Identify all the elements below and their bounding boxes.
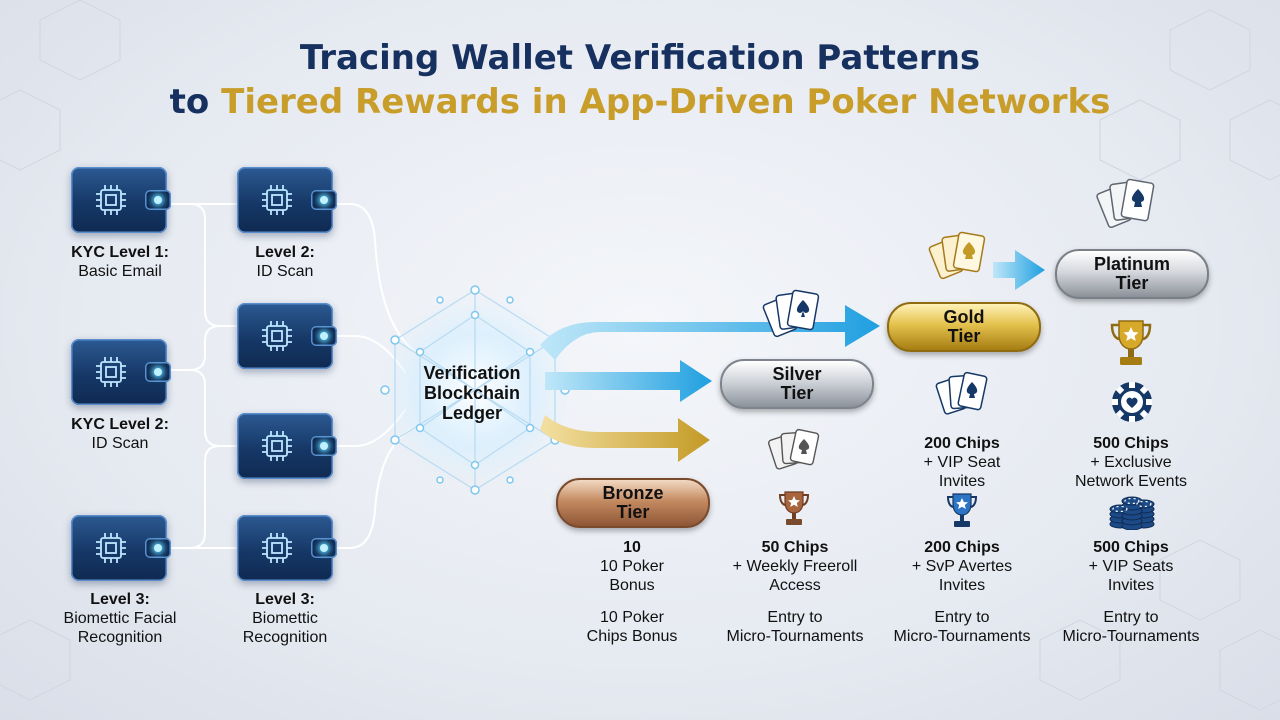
wallet-middle-lower xyxy=(237,413,337,479)
reward-bronze-secondary: 10 Poker Chips Bonus xyxy=(586,609,678,645)
chip-icon xyxy=(262,533,292,563)
title-highlight: Tiered Rewards in App-Driven Poker Netwo… xyxy=(221,82,1111,122)
playing-cards-icon xyxy=(1096,178,1155,229)
chip-stack-icon xyxy=(1109,496,1155,530)
title-line-2: to Tiered Rewards in App-Driven Poker Ne… xyxy=(0,82,1280,122)
reward-gold-top: 200 Chips + VIP Seat Invites xyxy=(923,435,1001,490)
arrow-icon xyxy=(540,250,1045,462)
reward-platinum-secondary: Entry to Micro-Tournaments xyxy=(1062,609,1200,645)
chip-icon xyxy=(262,185,292,215)
trophy-icon xyxy=(778,491,810,525)
reward-gold-primary: 200 Chips + SvP Avertes Invites xyxy=(911,539,1013,594)
kyc-label-level-2: KYC Level 2:ID Scan xyxy=(71,416,169,452)
reward-platinum-top: 500 Chips + Exclusive Network Events xyxy=(1074,435,1188,490)
reward-gold-secondary: Entry to Micro-Tournaments xyxy=(893,609,1031,645)
trophy-icon xyxy=(1110,320,1152,365)
reward-silver-secondary: Entry to Micro-Tournaments xyxy=(726,609,864,645)
chip-icon xyxy=(96,533,126,563)
chip-icon xyxy=(262,321,292,351)
wallet-level-3-facial xyxy=(71,515,171,581)
kyc-label-level-1: KYC Level 1:Basic Email xyxy=(71,244,169,280)
trophy-icon xyxy=(946,493,978,527)
playing-cards-icon xyxy=(762,289,820,338)
reward-bronze-primary: 10 10 Poker Bonus xyxy=(599,539,665,594)
ledger-label: Verification Blockchain Ledger xyxy=(423,363,521,423)
playing-cards-icon xyxy=(928,231,986,280)
reward-platinum-primary: 500 Chips + VIP Seats Invites xyxy=(1088,539,1174,594)
title-prefix: to xyxy=(169,82,222,122)
title-line-1: Tracing Wallet Verification Patterns xyxy=(299,38,981,78)
wallet-level-2 xyxy=(237,167,337,233)
reward-silver-primary: 50 Chips + Weekly Freeroll Access xyxy=(732,539,858,594)
wallet-kyc-level-2 xyxy=(71,339,171,405)
kyc-label-level-2-top: Level 2:ID Scan xyxy=(255,244,315,280)
chip-icon xyxy=(262,431,292,461)
chip-icon xyxy=(96,185,126,215)
playing-cards-icon xyxy=(767,428,820,470)
wallet-kyc-level-1 xyxy=(71,167,171,233)
chip-icon xyxy=(96,357,126,387)
wallet-level-3-biometric xyxy=(237,515,337,581)
playing-cards-icon xyxy=(935,371,988,415)
poker-chip-icon xyxy=(1112,382,1152,422)
wallet-middle-upper xyxy=(237,303,337,369)
